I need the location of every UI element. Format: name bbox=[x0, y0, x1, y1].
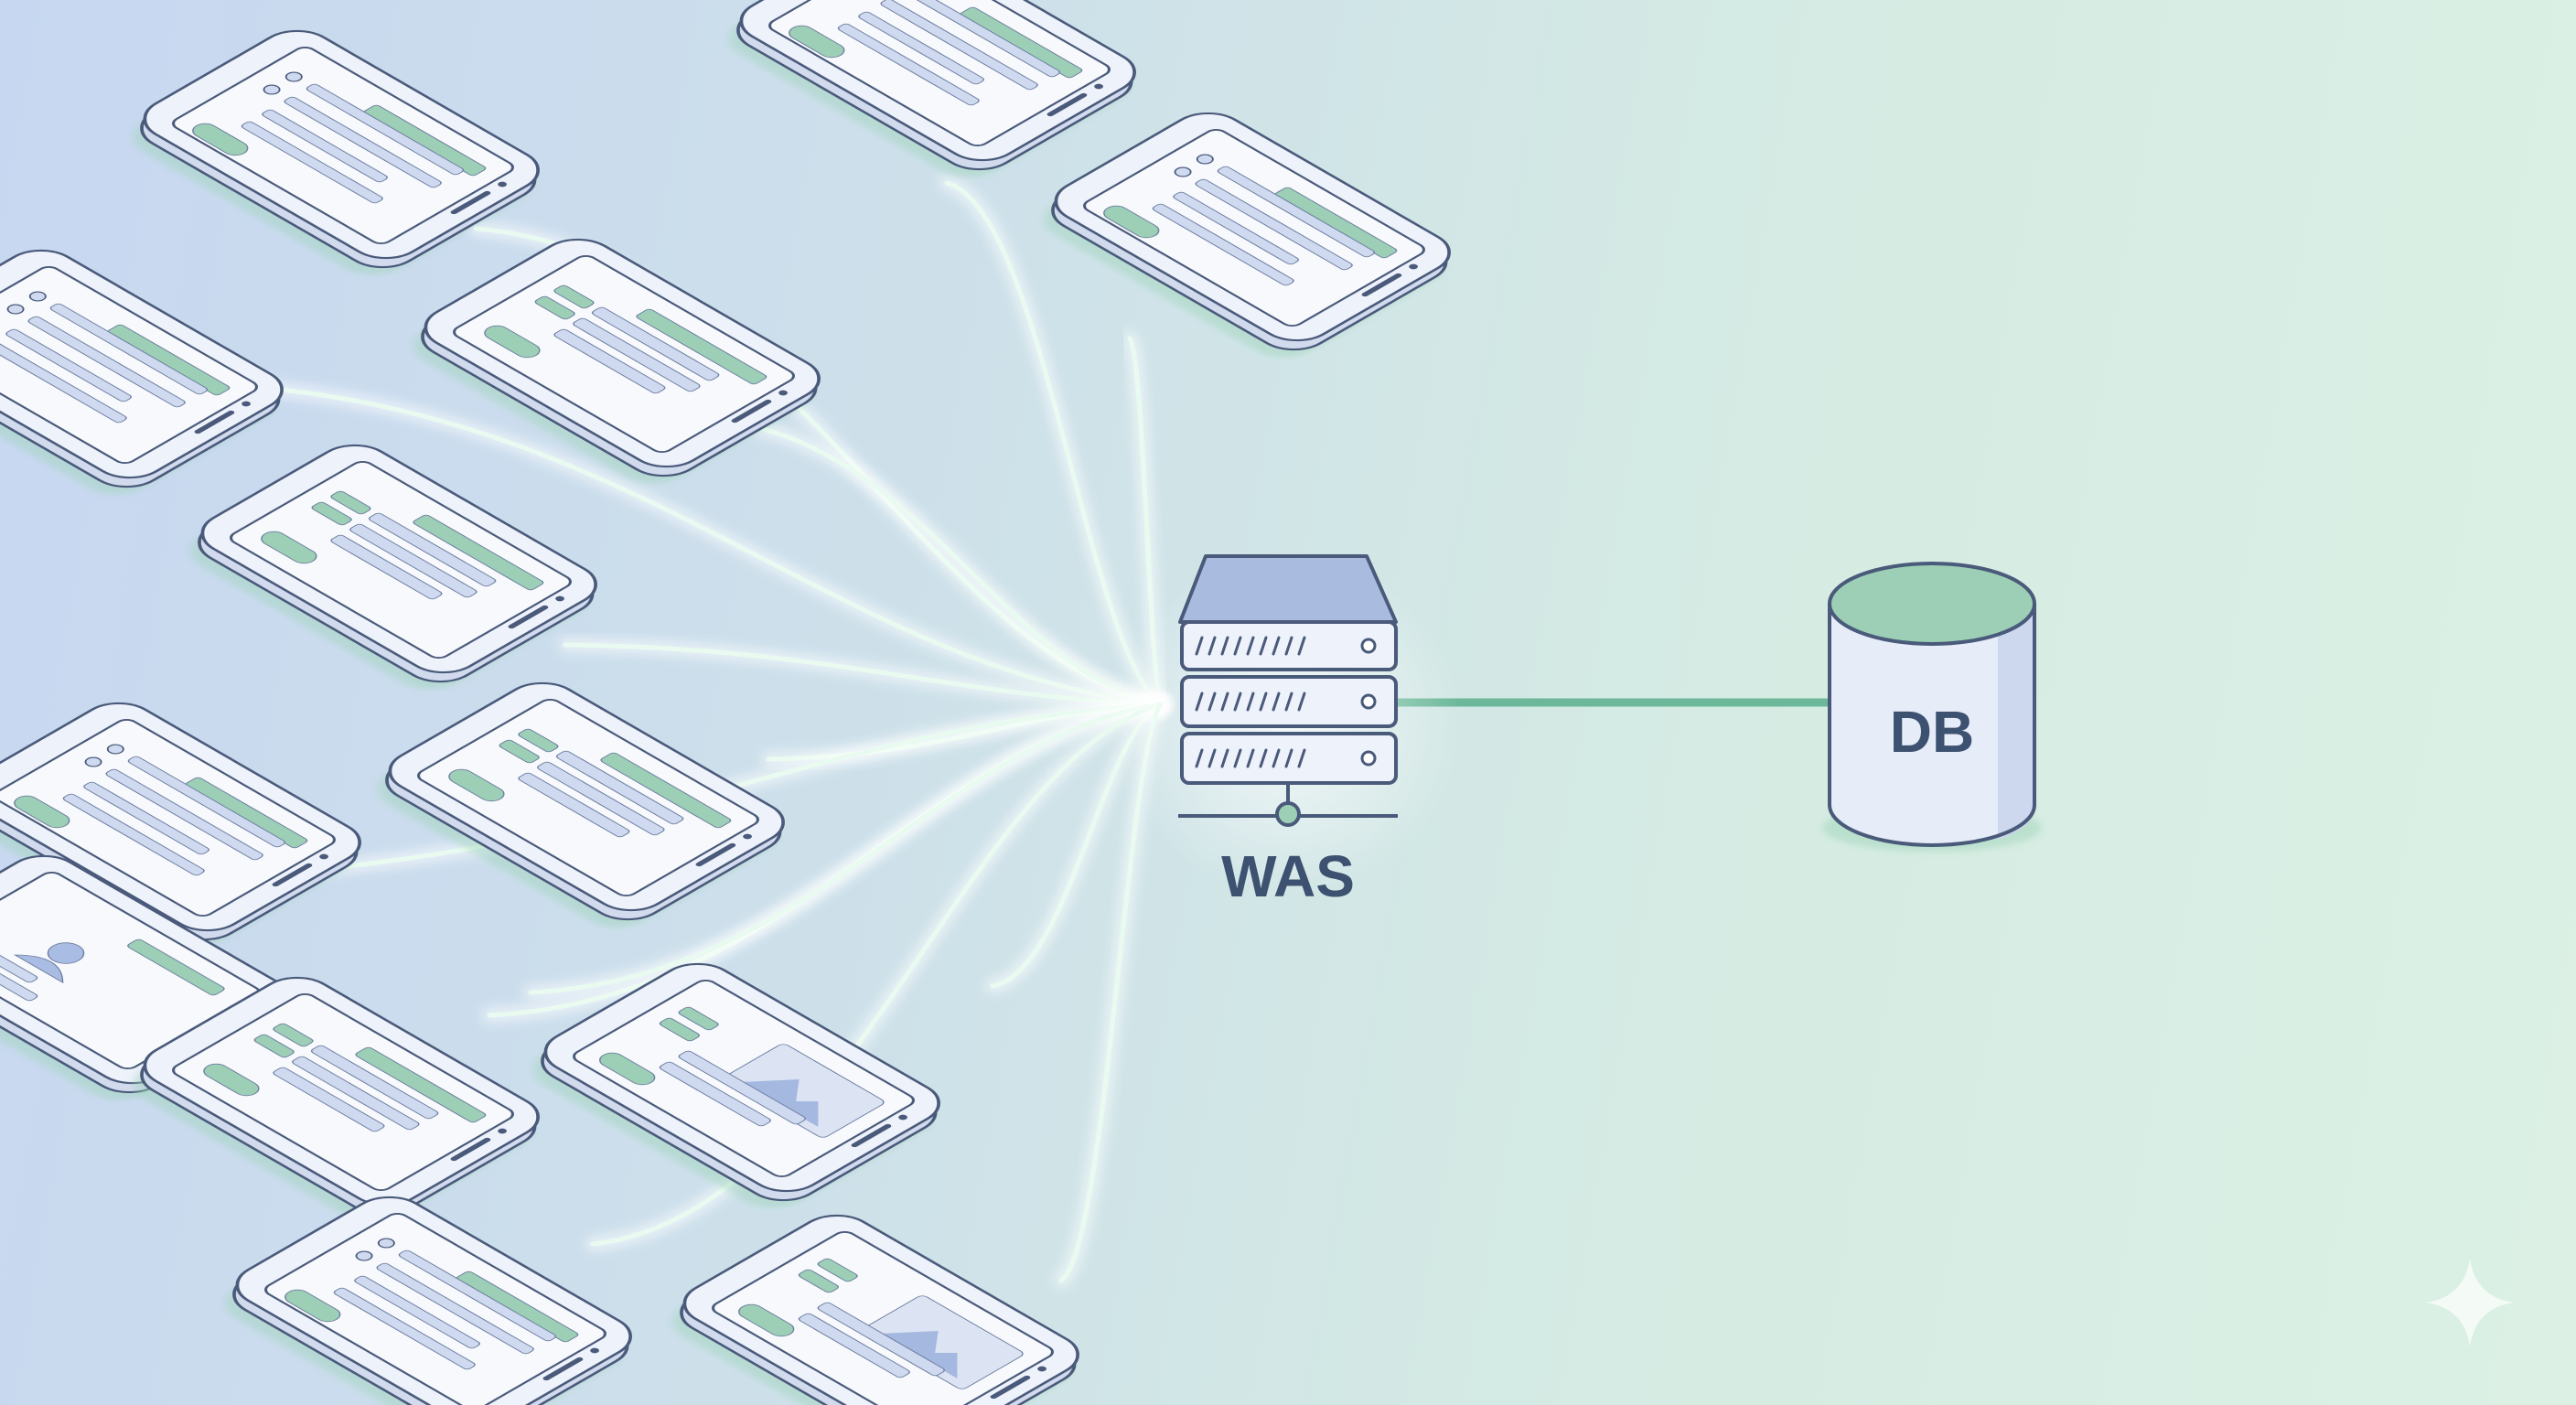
phone-screen-ui bbox=[203, 1023, 487, 1132]
connection-line bbox=[711, 418, 1163, 707]
phone-device bbox=[133, 976, 540, 1222]
phone-device bbox=[672, 1214, 1079, 1405]
phone-screen-ui bbox=[0, 291, 231, 424]
client-server-connections bbox=[157, 176, 1167, 1288]
database-side-shade bbox=[1998, 604, 2035, 840]
phone-screen-ui bbox=[0, 937, 225, 1002]
phone-screen-ui bbox=[284, 1238, 579, 1370]
phone-screen-ui bbox=[484, 284, 767, 394]
phone-screen-ui bbox=[789, 0, 1083, 106]
web-application-server: WAS bbox=[1114, 549, 1462, 909]
phone-screen-ui bbox=[599, 1006, 885, 1138]
phone-device bbox=[378, 681, 785, 928]
phone-screen-ui bbox=[261, 490, 544, 600]
database-body bbox=[1830, 604, 2034, 845]
server-top-icon bbox=[1178, 554, 1398, 624]
phone-screen-ui bbox=[738, 1258, 1024, 1389]
network-node-icon bbox=[1275, 801, 1301, 827]
phone-device bbox=[0, 702, 361, 948]
sparkle-icon bbox=[2426, 1259, 2514, 1346]
phone-device bbox=[0, 249, 284, 495]
connection-line bbox=[563, 642, 1163, 707]
database-top bbox=[1828, 562, 2036, 646]
phone-device bbox=[729, 0, 1136, 177]
database-label: DB bbox=[1890, 699, 1974, 765]
server-label: WAS bbox=[1221, 843, 1355, 909]
connection-line bbox=[528, 702, 1163, 995]
client-devices bbox=[0, 0, 1451, 1405]
phone-screen-ui bbox=[14, 744, 308, 876]
phone-device bbox=[225, 1196, 632, 1405]
connection-line bbox=[203, 381, 1163, 707]
phone-screen-ui bbox=[192, 71, 487, 204]
phone-device bbox=[133, 29, 540, 275]
phone-screen-ui bbox=[448, 728, 732, 838]
phone-device bbox=[190, 444, 597, 690]
phone-screen-ui bbox=[1103, 154, 1398, 286]
phone-device bbox=[533, 962, 940, 1208]
connection-line bbox=[590, 702, 1163, 1247]
phone-device bbox=[1044, 112, 1451, 358]
database: DB bbox=[1822, 562, 2042, 852]
phone-device bbox=[413, 238, 821, 484]
